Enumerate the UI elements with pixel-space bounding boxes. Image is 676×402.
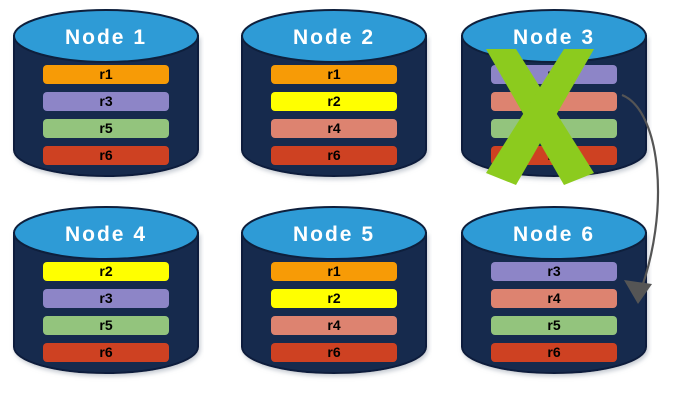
cylinder-top-ellipse <box>461 9 647 63</box>
replica-bar-r3[interactable]: r3 <box>43 92 169 111</box>
replica-bar-r1[interactable]: r1 <box>271 262 397 281</box>
replica-bar-r5[interactable]: r5 <box>491 316 617 335</box>
replica-bar-r5[interactable]: r5 <box>43 316 169 335</box>
replica-bar-r1[interactable]: r1 <box>271 65 397 84</box>
replica-bar-r4[interactable]: r4 <box>271 119 397 138</box>
replica-bar-r2[interactable]: r2 <box>43 262 169 281</box>
replica-bar-r6[interactable]: r6 <box>271 343 397 362</box>
replica-list: r3 r4 r5 r6 <box>491 262 617 362</box>
replica-bar-r4[interactable]: r4 <box>491 289 617 308</box>
replica-list: r1 r3 r5 r6 <box>43 65 169 165</box>
cylinder-top-ellipse <box>241 9 427 63</box>
replica-bar-r1[interactable]: r1 <box>43 65 169 84</box>
replica-bar-r3[interactable]: r3 <box>491 65 617 84</box>
replica-bar-r6[interactable]: r6 <box>491 343 617 362</box>
replica-bar-r3[interactable]: r3 <box>491 262 617 281</box>
cylinder-top-ellipse <box>461 206 647 260</box>
replica-bar-r2[interactable]: r2 <box>271 92 397 111</box>
replica-list: r1 r2 r4 r6 <box>271 262 397 362</box>
replica-bar-r6[interactable]: r6 <box>43 343 169 362</box>
replica-bar-r6[interactable]: r6 <box>43 146 169 165</box>
replica-bar-r2[interactable]: r2 <box>271 289 397 308</box>
cylinder-top-ellipse <box>241 206 427 260</box>
replica-list: r3 r4 r5 r6 <box>491 65 617 165</box>
replica-bar-r6[interactable]: r6 <box>491 146 617 165</box>
replica-bar-r5[interactable]: r5 <box>491 119 617 138</box>
replica-list: r1 r2 r4 r6 <box>271 65 397 165</box>
replica-bar-r6[interactable]: r6 <box>271 146 397 165</box>
cylinder-top-ellipse <box>13 9 199 63</box>
replica-list: r2 r3 r5 r6 <box>43 262 169 362</box>
cylinder-top-ellipse <box>13 206 199 260</box>
replica-bar-r3[interactable]: r3 <box>43 289 169 308</box>
replica-bar-r4[interactable]: r4 <box>271 316 397 335</box>
replica-bar-r5[interactable]: r5 <box>43 119 169 138</box>
replica-bar-r4[interactable]: r4 <box>491 92 617 111</box>
